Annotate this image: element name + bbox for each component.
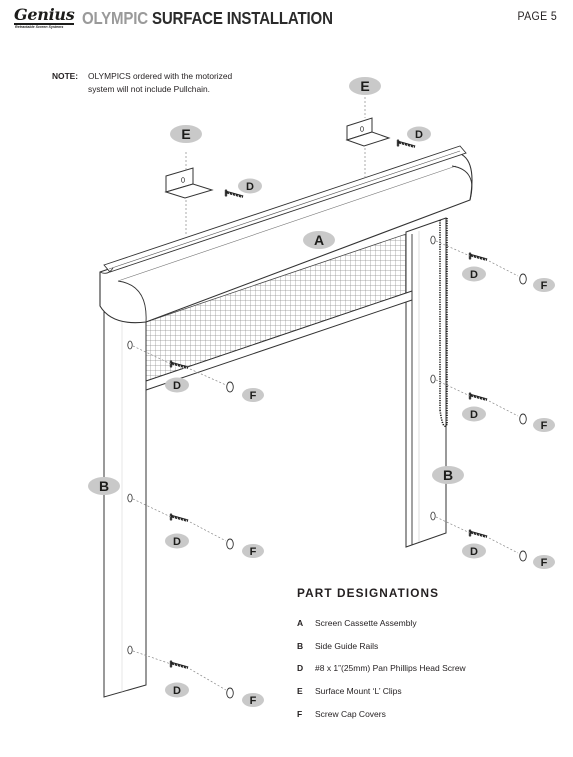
part-designations: PART DESIGNATIONS A Screen Cassette Asse… bbox=[297, 586, 557, 725]
screw-cap bbox=[519, 550, 527, 562]
right-guide-rail bbox=[405, 217, 447, 548]
rail-hole bbox=[430, 235, 436, 245]
callout-cap-left-2: F bbox=[250, 546, 257, 558]
part-letter: F bbox=[297, 708, 303, 719]
callout-cassette: A bbox=[314, 232, 324, 248]
screw-cap bbox=[226, 538, 234, 550]
part-letter: E bbox=[297, 686, 303, 697]
callout-screw-clip-left: D bbox=[246, 181, 254, 193]
screw-cap bbox=[519, 413, 527, 425]
callout-screw-left-1: D bbox=[173, 380, 181, 392]
screw-cap bbox=[519, 273, 527, 285]
screw-cap bbox=[226, 381, 234, 393]
pull-chain bbox=[439, 218, 448, 424]
logo-wordmark: Genius bbox=[14, 5, 75, 24]
screw bbox=[168, 512, 190, 525]
callout-badge bbox=[242, 693, 264, 707]
callout-badge bbox=[242, 544, 264, 558]
callout-screw-left-2: D bbox=[173, 536, 181, 548]
callout-badge bbox=[462, 543, 486, 559]
callout-screw-left-3: D bbox=[173, 685, 181, 697]
callout-badge bbox=[407, 126, 431, 142]
callout-badge bbox=[533, 278, 555, 292]
note-line-1: OLYMPICS ordered with the motorized bbox=[88, 71, 233, 81]
parts-heading: PART DESIGNATIONS bbox=[297, 586, 440, 600]
screw bbox=[467, 251, 489, 264]
part-row: B Side Guide Rails bbox=[297, 635, 557, 658]
callout-screw-right-2: D bbox=[470, 409, 478, 421]
callout-badge bbox=[533, 555, 555, 569]
part-label: Side Guide Rails bbox=[315, 640, 379, 651]
callout-badge bbox=[303, 231, 335, 249]
page-title: OLYMPIC SURFACE INSTALLATION bbox=[82, 8, 333, 29]
rail-hole bbox=[127, 493, 133, 503]
screw bbox=[395, 138, 417, 151]
l-clip-left bbox=[164, 152, 214, 235]
callout-cap-right-2: F bbox=[541, 420, 548, 432]
l-clip-right bbox=[345, 97, 391, 178]
genius-logo: Genius Retractable Screen Systems bbox=[14, 5, 76, 32]
callout-cap-right-1: F bbox=[541, 280, 548, 292]
callout-clip-right: E bbox=[360, 78, 369, 94]
callout-badge bbox=[165, 533, 189, 549]
callout-badge bbox=[349, 77, 381, 95]
rail-hole bbox=[430, 511, 436, 521]
callout-badge bbox=[238, 178, 262, 194]
callout-badge bbox=[242, 388, 264, 402]
rail-hole bbox=[127, 645, 133, 655]
screw bbox=[168, 659, 190, 672]
part-letter: B bbox=[297, 640, 304, 651]
callout-badge bbox=[533, 418, 555, 432]
callout-badge bbox=[88, 477, 120, 495]
screw bbox=[467, 391, 489, 404]
callout-rail-left: B bbox=[99, 478, 109, 494]
part-row: E Surface Mount ‘L’ Clips bbox=[297, 680, 557, 703]
part-row: A Screen Cassette Assembly bbox=[297, 612, 557, 635]
part-letter: A bbox=[297, 618, 304, 629]
callout-screw-clip-right: D bbox=[415, 129, 423, 141]
callout-badge bbox=[462, 266, 486, 282]
screen-cassette bbox=[99, 151, 473, 324]
note-line-2: system will not include Pullchain. bbox=[88, 84, 210, 94]
part-label: Screw Cap Covers bbox=[315, 708, 386, 719]
part-label: Surface Mount ‘L’ Clips bbox=[315, 686, 402, 697]
part-row: D #8 x 1”(25mm) Pan Phillips Head Screw bbox=[297, 657, 557, 680]
callout-screw-right-1: D bbox=[470, 269, 478, 281]
callout-badge bbox=[170, 125, 202, 143]
callout-badge bbox=[432, 466, 464, 484]
part-label: #8 x 1”(25mm) Pan Phillips Head Screw bbox=[315, 663, 466, 674]
screw-cap bbox=[226, 687, 234, 699]
note-label: NOTE: bbox=[52, 71, 79, 81]
callout-badge bbox=[165, 682, 189, 698]
logo-tagline: Retractable Screen Systems bbox=[15, 25, 64, 29]
rail-hole bbox=[127, 340, 133, 350]
guide-lines bbox=[132, 240, 519, 691]
title-section: SURFACE INSTALLATION bbox=[151, 8, 333, 28]
screw bbox=[467, 528, 489, 541]
callout-cap-left-1: F bbox=[250, 390, 257, 402]
rail-hole bbox=[430, 374, 436, 384]
part-label: Screen Cassette Assembly bbox=[315, 618, 417, 629]
callout-cap-right-3: F bbox=[541, 557, 548, 569]
title-product: OLYMPIC bbox=[82, 8, 148, 28]
part-letter: D bbox=[297, 663, 304, 674]
callout-rail-right: B bbox=[443, 467, 453, 483]
page-number: PAGE 5 bbox=[517, 11, 557, 23]
callout-screw-right-3: D bbox=[470, 546, 478, 558]
callout-cap-left-3: F bbox=[250, 695, 257, 707]
installation-note: NOTE: OLYMPICS ordered with the motorized… bbox=[52, 70, 232, 96]
left-guide-rail bbox=[103, 291, 147, 698]
callout-clip-left: E bbox=[181, 126, 190, 142]
part-row: F Screw Cap Covers bbox=[297, 702, 557, 725]
hem-bar bbox=[145, 290, 413, 391]
screw bbox=[223, 188, 245, 201]
callout-badge bbox=[462, 406, 486, 422]
logo-underline bbox=[14, 23, 74, 25]
callout-badge bbox=[165, 377, 189, 393]
page-header: Genius Retractable Screen Systems OLYMPI… bbox=[0, 0, 573, 40]
